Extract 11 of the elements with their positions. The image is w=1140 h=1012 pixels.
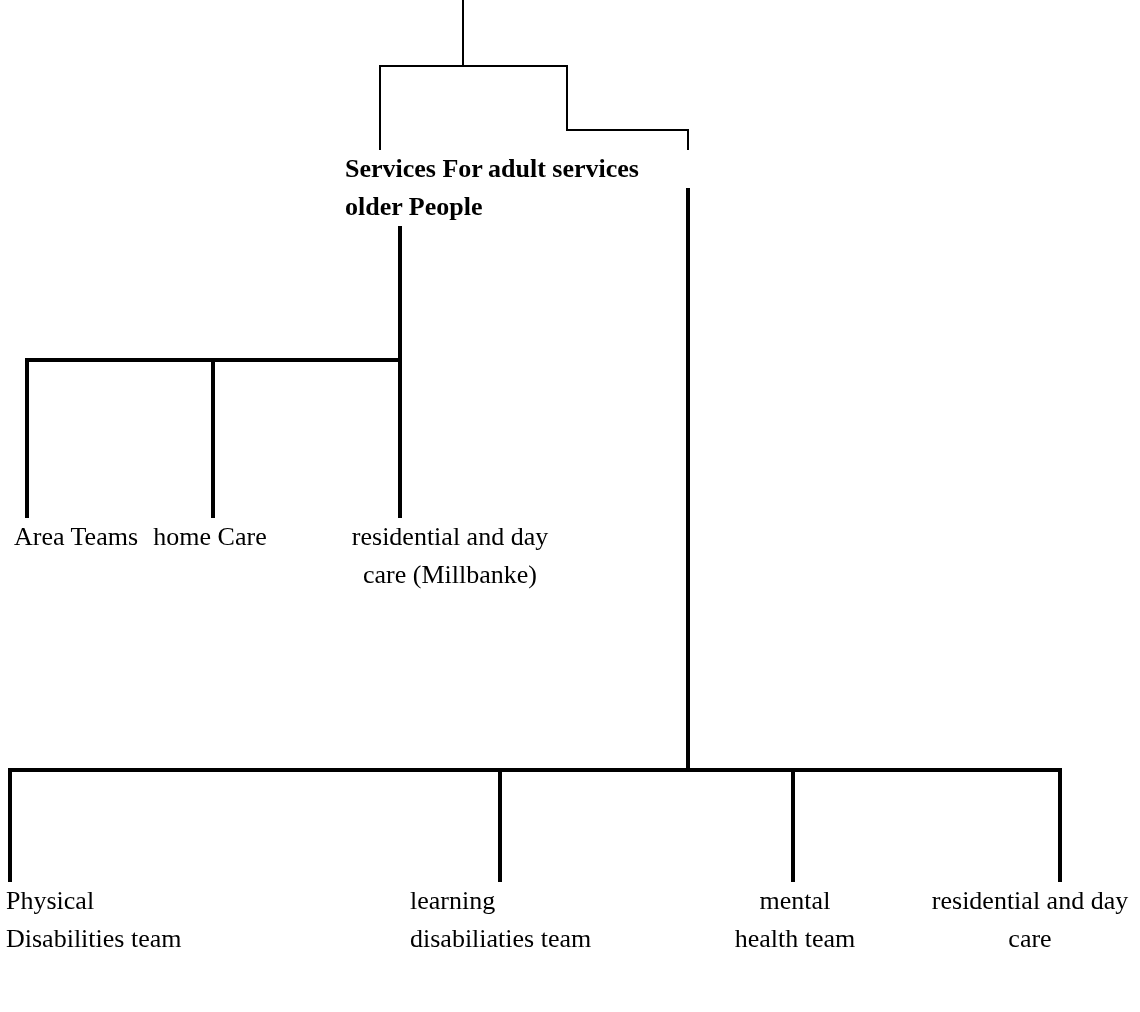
connector-line <box>462 0 689 151</box>
org-unit-label: residential and day care <box>930 885 1130 955</box>
org-unit-label: learning disabiliaties team <box>410 885 593 955</box>
org-unit-label: Services For older People <box>345 153 484 223</box>
org-unit-label: Area Teams <box>14 521 140 553</box>
org-unit-label: residential and day care (Millbanke) <box>350 521 550 591</box>
org-unit-label: Physical Disabilities team <box>6 885 183 955</box>
connector-line <box>686 188 1062 882</box>
org-unit-label: home Care <box>152 521 268 553</box>
org-unit-label: adult services <box>488 153 640 185</box>
org-unit-label: mental health team <box>733 885 857 955</box>
